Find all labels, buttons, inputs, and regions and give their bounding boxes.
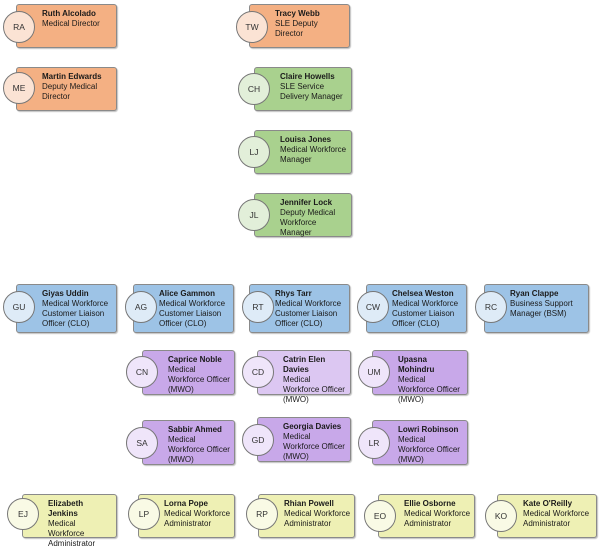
person-name: Chelsea Weston [392, 289, 454, 298]
person-role: Business Support Manager (BSM) [510, 299, 573, 318]
person-name: Claire Howells [280, 72, 335, 81]
person-role: Medical Workforce Customer Liaison Offic… [275, 299, 342, 328]
person-name: Georgia Davies [283, 422, 342, 431]
person-name: Ruth Alcolado [42, 9, 96, 18]
avatar: KO [485, 500, 517, 532]
avatar: RC [475, 291, 507, 323]
person-role: SLE Service Delivery Manager [280, 82, 343, 101]
avatar: CD [242, 356, 274, 388]
avatar: LR [358, 427, 390, 459]
avatar: TW [236, 11, 268, 43]
person-role: Medical Workforce Customer Liaison Offic… [159, 299, 226, 328]
person-role: Medical Workforce Administrator [284, 509, 351, 528]
person-name: Martin Edwards [42, 72, 102, 81]
person-role: Medical Workforce Officer (MWO) [398, 375, 460, 404]
avatar: ME [3, 72, 35, 104]
person-role: Medical Workforce Administrator [523, 509, 590, 528]
person-name: Elizabeth Jenkins [48, 499, 84, 518]
person-name: Kate O'Reilly [523, 499, 573, 508]
person-role: Medical Workforce Officer (MWO) [168, 365, 230, 394]
person-name: Lowri Robinson [398, 425, 459, 434]
avatar: JL [238, 199, 270, 231]
avatar: CW [357, 291, 389, 323]
person-role: Medical Workforce Manager [280, 145, 347, 164]
person-role: Medical Workforce Administrator [164, 509, 231, 528]
avatar: UM [358, 356, 390, 388]
person-role: Medical Workforce Administrator [48, 519, 96, 548]
person-role: Medical Workforce Officer (MWO) [283, 375, 345, 404]
person-name: Ellie Osborne [404, 499, 456, 508]
avatar: LP [128, 498, 160, 530]
person-role: Medical Workforce Customer Liaison Offic… [392, 299, 459, 328]
person-name: Ryan Clappe [510, 289, 559, 298]
avatar: CN [126, 356, 158, 388]
avatar: SA [126, 427, 158, 459]
avatar: GD [242, 424, 274, 456]
person-role: Deputy Medical Workforce Manager [280, 208, 336, 237]
person-name: Upasna Mohindru [398, 355, 435, 374]
avatar: AG [125, 291, 157, 323]
person-name: Catrin Elen Davies [283, 355, 326, 374]
avatar: GU [3, 291, 35, 323]
avatar: LJ [238, 136, 270, 168]
person-name: Tracy Webb [275, 9, 320, 18]
avatar: EJ [7, 498, 39, 530]
person-name: Rhian Powell [284, 499, 334, 508]
person-role: Medical Workforce Officer (MWO) [398, 435, 460, 464]
person-role: Medical Workforce Customer Liaison Offic… [42, 299, 109, 328]
avatar: CH [238, 73, 270, 105]
person-role: Deputy Medical Director [42, 82, 98, 101]
avatar: EO [364, 500, 396, 532]
person-name: Caprice Noble [168, 355, 222, 364]
person-name: Jennifer Lock [280, 198, 333, 207]
person-name: Louisa Jones [280, 135, 332, 144]
person-role: Medical Director [42, 19, 100, 28]
person-role: Medical Workforce Officer (MWO) [168, 435, 230, 464]
avatar: RP [246, 498, 278, 530]
person-name: Lorna Pope [164, 499, 209, 508]
person-name: Sabbir Ahmed [168, 425, 222, 434]
person-role: SLE Deputy Director [275, 19, 318, 38]
person-name: Giyas Uddin [42, 289, 89, 298]
person-name: Rhys Tarr [275, 289, 312, 298]
person-name: Alice Gammon [159, 289, 216, 298]
person-role: Medical Workforce Officer (MWO) [283, 432, 345, 461]
avatar: RT [242, 291, 274, 323]
avatar: RA [3, 11, 35, 43]
person-role: Medical Workforce Administrator [404, 509, 471, 528]
